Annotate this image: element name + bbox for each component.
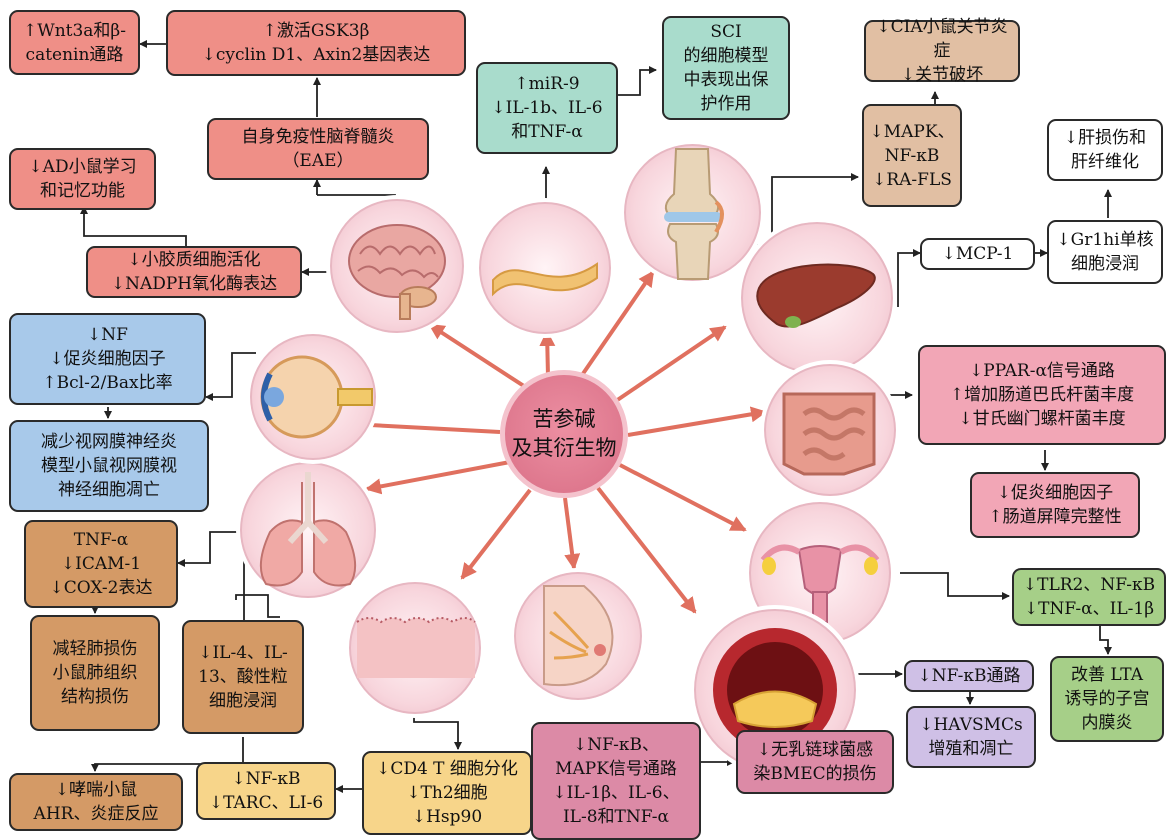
- box-mcp1: ↓MCP-1: [920, 238, 1035, 270]
- box-cd4-th2: ↓CD4 T 细胞分化 ↓Th2细胞 ↓Hsp90: [362, 751, 532, 835]
- liver-icon: [741, 222, 893, 374]
- center-label: 苦参碱 及其衍生物: [512, 405, 617, 463]
- skin-icon: [349, 582, 481, 714]
- breast-icon: [514, 572, 642, 700]
- box-tnf-icam: TNF-α ↓ICAM-1 ↓COX-2表达: [24, 520, 178, 608]
- box-liver-injury: ↓肝损伤和 肝纤维化: [1047, 119, 1163, 181]
- box-mir9: ↑miR-9 ↓IL-1b、IL-6 和TNF-α: [476, 62, 618, 154]
- box-breast-pathway: ↓NF-κB、 MAPK信号通路 ↓IL-1β、IL-6、 IL-8和TNF-α: [531, 722, 701, 840]
- brain-circle: [326, 195, 468, 337]
- box-havsmcs: ↓HAVSMCs 增殖和凋亡: [906, 706, 1036, 768]
- box-gsk3b: ↑激活GSK3β ↓cyclin D1、Axin2基因表达: [166, 10, 466, 76]
- intestine-icon: [764, 364, 896, 496]
- box-nf-bcl2: ↓NF ↓促炎细胞因子 ↑Bcl-2/Bax比率: [9, 313, 206, 405]
- box-wnt-pathway: ↑Wnt3a和β- catenin通路: [9, 10, 140, 75]
- box-bmec: ↓无乳链球菌感 染BMEC的损伤: [736, 730, 894, 794]
- box-tarc: ↓NF-κB ↓TARC、LI-6: [196, 762, 336, 820]
- box-tlr2: ↓TLR2、NF-κB ↓TNF-α、IL-1β: [1012, 568, 1166, 626]
- box-ppar-alpha: ↓PPAR-α信号通路 ↑增加肠道巴氏杆菌丰度 ↓甘氏幽门螺杆菌丰度: [918, 345, 1166, 445]
- lung-circle: [236, 458, 380, 602]
- spinal-cord-circle: [475, 198, 615, 338]
- box-ad-mice: ↓AD小鼠学习 和记忆功能: [9, 148, 156, 210]
- box-mapk-rafls: ↓MAPK、 NF-κB ↓RA-FLS: [862, 104, 962, 207]
- eye-icon: [250, 334, 376, 460]
- box-endometritis: 改善 LTA 诱导的子宫 内膜炎: [1050, 656, 1164, 742]
- box-il4-il13: ↓IL-4、IL- 13、酸性粒 细胞浸润: [182, 620, 304, 734]
- box-asthma-ahr: ↓哮喘小鼠 AHR、炎症反应: [9, 773, 183, 831]
- box-lung-injury: 减轻肺损伤 小鼠肺组织 结构损伤: [30, 615, 160, 731]
- lung-icon: [240, 462, 376, 598]
- box-retina-apoptosis: 减少视网膜神经炎 模型小鼠视网膜视 神经细胞凋亡: [9, 420, 209, 512]
- eye-circle: [246, 330, 380, 464]
- box-microglia: ↓小胶质细胞活化 ↓NADPH氧化酶表达: [86, 246, 302, 298]
- brain-icon: [330, 199, 464, 333]
- skin-circle: [345, 578, 485, 718]
- box-sci-protection: SCI 的细胞模型 中表现出保 护作用: [662, 16, 790, 120]
- box-nfkb-vessel: ↓NF-κB通路: [904, 660, 1034, 692]
- liver-circle: [737, 218, 897, 378]
- box-gr1hi: ↓Gr1hi单核 细胞浸润: [1047, 220, 1163, 284]
- spinal-cord-icon: [479, 202, 611, 334]
- breast-circle: [510, 568, 646, 704]
- box-eae: 自身免疫性脑脊髓炎 （EAE）: [207, 118, 429, 180]
- box-cia-arthritis: ↓CIA小鼠关节炎症 ↓关节破坏: [864, 20, 1020, 82]
- box-gut-barrier: ↓促炎细胞因子 ↑肠道屏障完整性: [970, 472, 1140, 538]
- intestine-circle: [760, 360, 900, 500]
- center-node: 苦参碱 及其衍生物: [500, 370, 628, 498]
